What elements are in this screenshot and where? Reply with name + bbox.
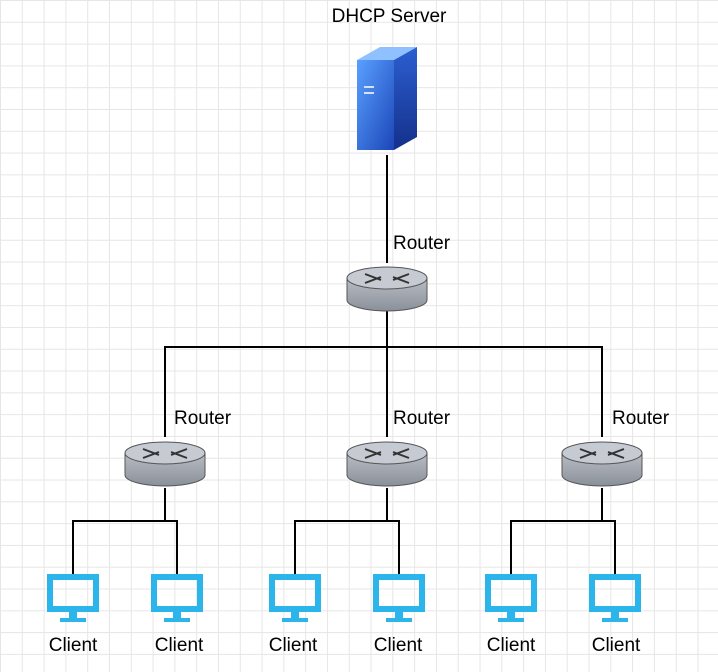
monitor-icon (47, 574, 99, 622)
client-label: Client (374, 635, 423, 656)
router-icon (346, 441, 428, 487)
client-label: Client (592, 635, 641, 656)
client-6[interactable]: Client (589, 574, 641, 656)
monitor-icon (589, 574, 641, 622)
client-label: Client (487, 635, 536, 656)
dhcp-server[interactable]: DHCP Server (332, 6, 447, 150)
monitor-icon (151, 574, 203, 622)
server-label: DHCP Server (332, 6, 447, 27)
client-label: Client (155, 635, 204, 656)
router-icon (561, 441, 643, 487)
link-router2-clients (294, 520, 400, 575)
client-5[interactable]: Client (485, 574, 537, 656)
monitor-icon (373, 574, 425, 622)
core-router[interactable]: Router (346, 233, 451, 312)
edge-router-label: Router (174, 408, 232, 429)
monitor-icon (485, 574, 537, 622)
edge-router-label: Router (393, 408, 451, 429)
client-label: Client (269, 635, 318, 656)
client-4[interactable]: Client (373, 574, 425, 656)
edge-router-3[interactable]: Router (561, 408, 670, 487)
client-2[interactable]: Client (151, 574, 204, 656)
links (72, 155, 616, 575)
edge-router-2[interactable]: Router (346, 408, 451, 487)
server-icon (357, 47, 417, 150)
monitor-icon (269, 574, 321, 622)
client-label: Client (49, 635, 98, 656)
link-router3-clients (510, 520, 616, 575)
router-icon (124, 441, 206, 487)
link-router1-clients (72, 520, 178, 575)
link-bus-horizontal (164, 346, 603, 437)
core-router-label: Router (393, 233, 451, 254)
edge-router-label: Router (612, 408, 670, 429)
edge-router-1[interactable]: Router (124, 408, 232, 487)
client-1[interactable]: Client (47, 574, 99, 656)
client-3[interactable]: Client (269, 574, 321, 656)
router-icon (346, 266, 428, 312)
